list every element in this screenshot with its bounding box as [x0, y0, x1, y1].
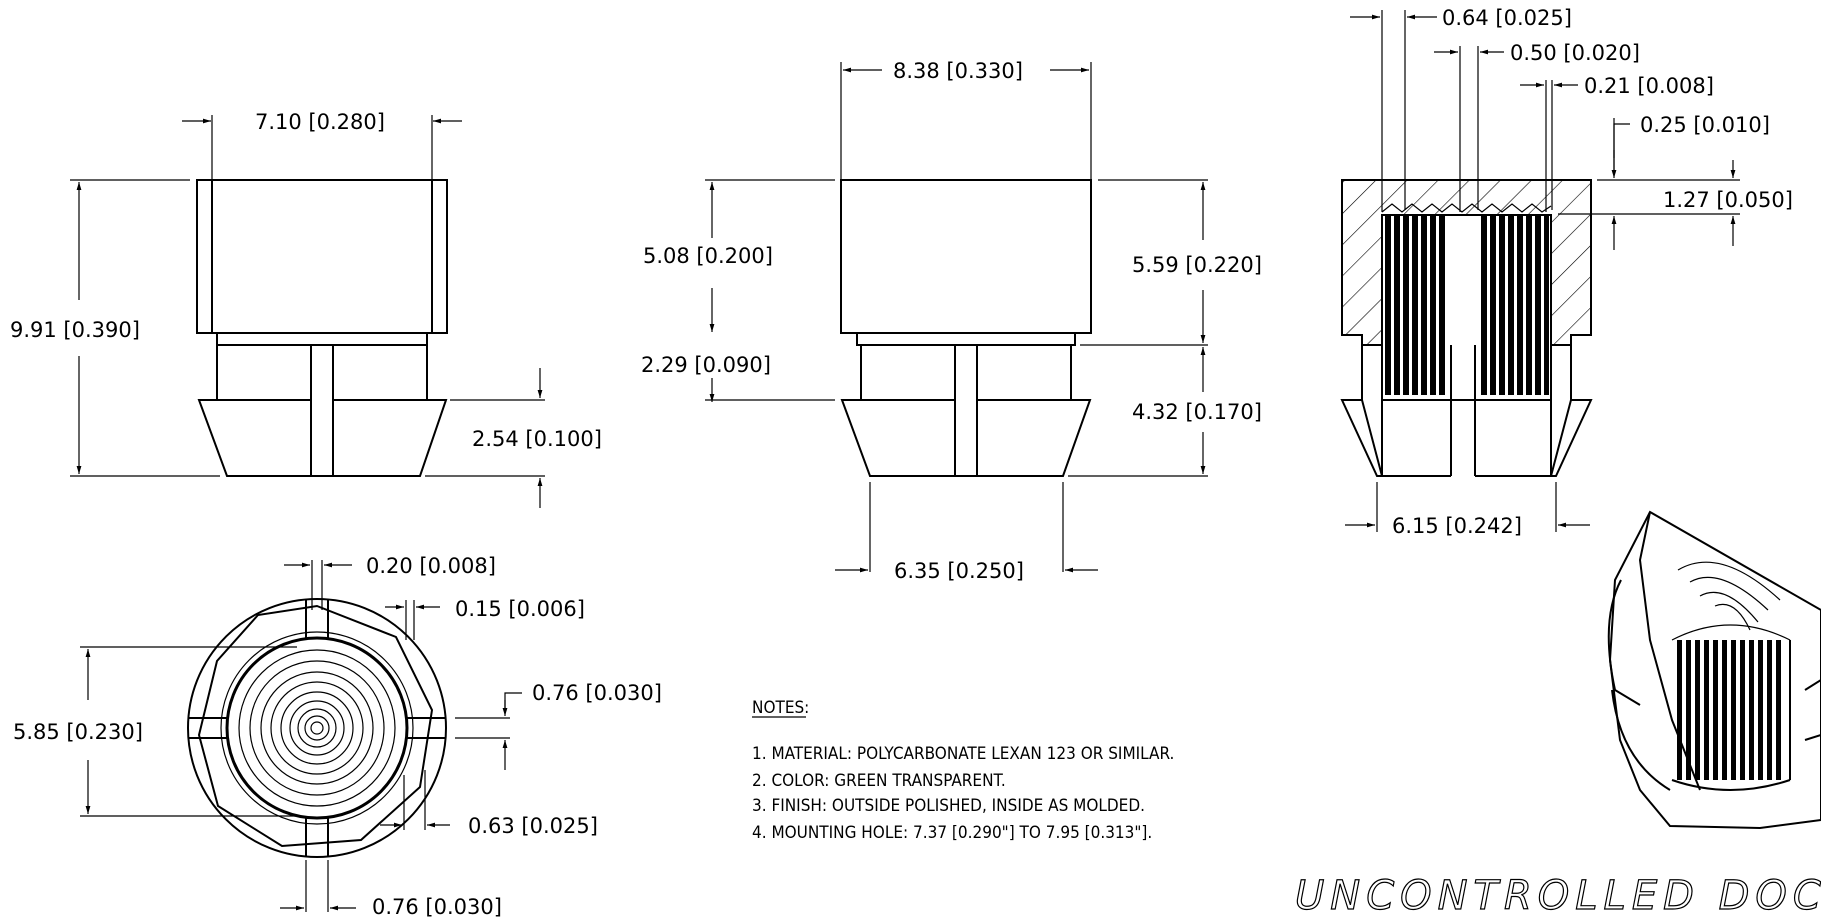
dim-top-slot-bottom: 0.76 [0.030] [372, 895, 502, 917]
note-4: 4. MOUNTING HOLE: 7.37 [0.290"] TO 7.95 … [752, 823, 1152, 843]
section-ribs [1385, 215, 1549, 395]
isometric-ribs [1677, 640, 1781, 780]
dim-sec-rib3: 0.21 [0.008] [1584, 74, 1714, 98]
dim-front-lower: 4.32 [0.170] [1132, 400, 1262, 424]
notes-block: NOTES: 1. MATERIAL: POLYCARBONATE LEXAN … [752, 698, 1174, 843]
dim-top-slot: 0.20 [0.008] [366, 554, 496, 578]
dim-top-edge: 0.63 [0.025] [468, 814, 598, 838]
dim-side-height: 9.91 [0.390] [10, 318, 140, 342]
dim-sec-depth: 1.27 [0.050] [1663, 188, 1793, 212]
dim-front-body-left: 5.08 [0.200] [643, 244, 773, 268]
dim-front-body-right: 5.59 [0.220] [1132, 253, 1262, 277]
dim-top-rib: 0.76 [0.030] [532, 681, 662, 705]
notes-heading: NOTES: [752, 698, 809, 718]
dim-sec-rib1: 0.64 [0.025] [1442, 6, 1572, 30]
section-view: 0.64 [0.025] 0.50 [0.020] 0.21 [0.008] 0… [1340, 6, 1793, 538]
dim-front-base: 6.35 [0.250] [894, 559, 1024, 583]
dim-front-width: 8.38 [0.330] [893, 59, 1023, 83]
dim-top-tooth: 0.15 [0.006] [455, 597, 585, 621]
top-view: 0.20 [0.008] 0.15 [0.006] 0.76 [0.030] 5… [13, 554, 662, 917]
front-view: 8.38 [0.330] 5.08 [0.200] 2.29 [0.090] 5… [641, 59, 1262, 583]
dim-top-dia: 5.85 [0.230] [13, 720, 143, 744]
dim-front-neck: 2.29 [0.090] [641, 353, 771, 377]
dim-sec-wall: 0.25 [0.010] [1640, 113, 1770, 137]
dim-sec-base: 6.15 [0.242] [1392, 514, 1522, 538]
dim-side-width: 7.10 [0.280] [255, 110, 385, 134]
note-2: 2. COLOR: GREEN TRANSPARENT. [752, 771, 1006, 791]
side-view: 7.10 [0.280] 9.91 [0.390] 2.54 [0.100] [10, 110, 602, 508]
note-1: 1. MATERIAL: POLYCARBONATE LEXAN 123 OR … [752, 744, 1174, 764]
dim-sec-rib2: 0.50 [0.020] [1510, 41, 1640, 65]
note-3: 3. FINISH: OUTSIDE POLISHED, INSIDE AS M… [752, 796, 1145, 816]
isometric-view [1607, 510, 1821, 830]
dim-side-flange: 2.54 [0.100] [472, 427, 602, 451]
watermark-text: UNCONTROLLED DOCUMENT [1295, 873, 1821, 917]
